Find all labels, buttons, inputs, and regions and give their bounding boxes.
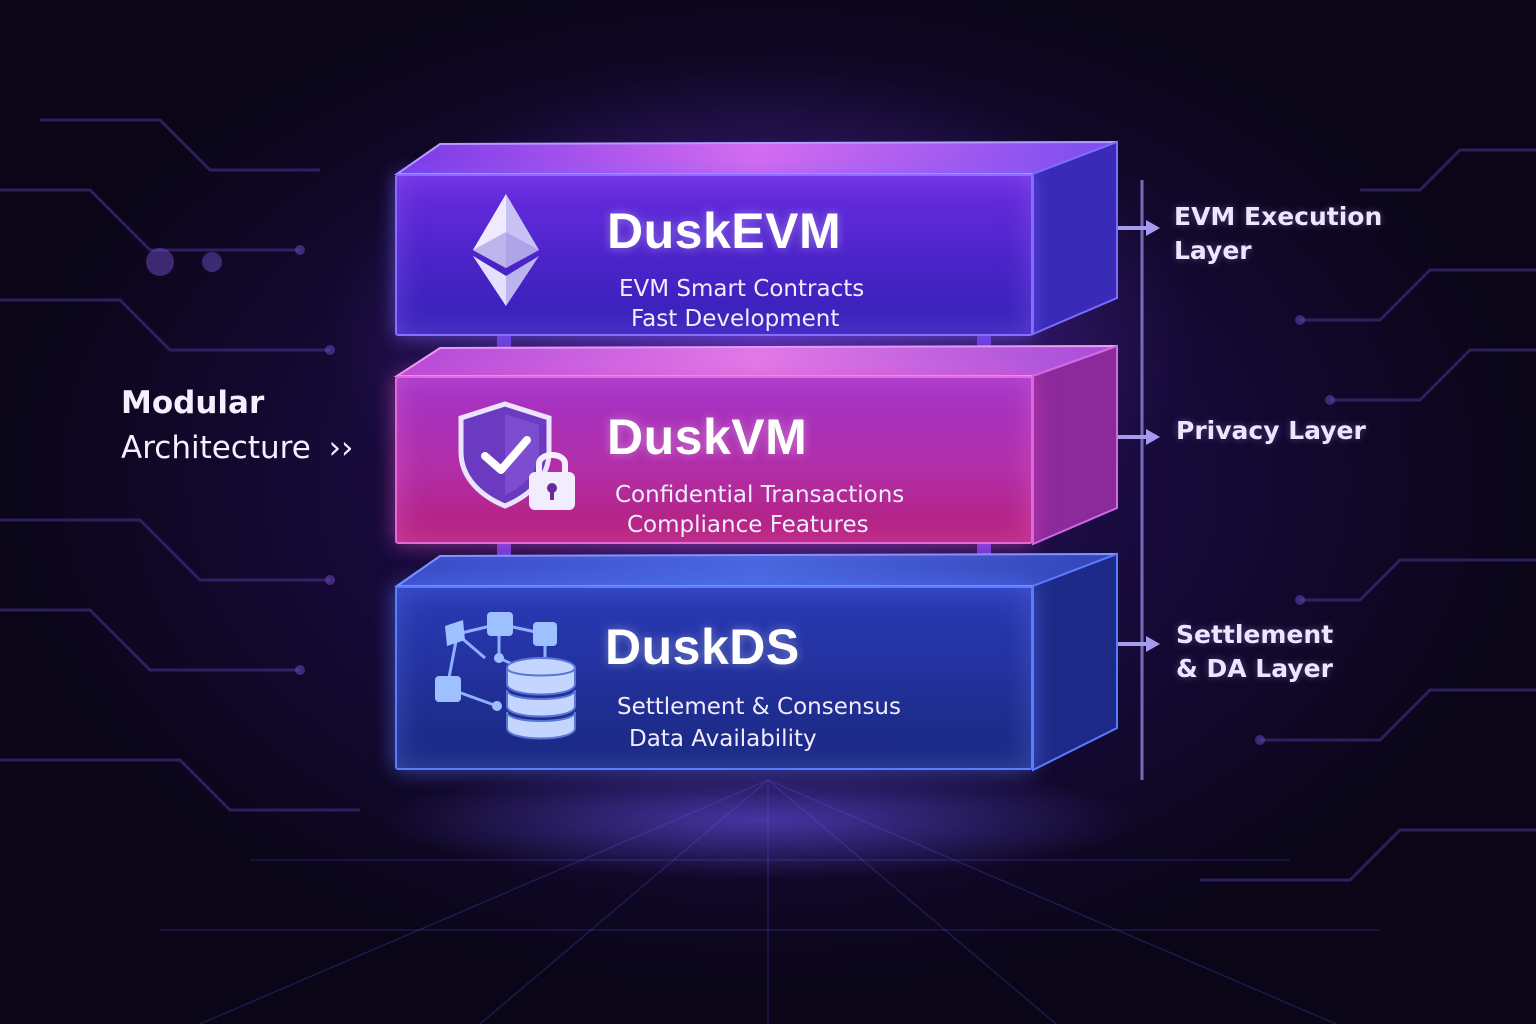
side-label-evm: EVM Execution Layer	[1174, 200, 1382, 268]
layer-title: DuskVM	[607, 409, 808, 465]
shield-check-lock-icon	[458, 401, 575, 510]
ethereum-diamond-icon	[473, 194, 539, 306]
layer-feature-2: Data Availability	[629, 726, 817, 752]
side-label-line1: EVM Execution	[1174, 202, 1383, 231]
layer-duskds: DuskDS Settlement & Consensus Data Avail…	[395, 586, 1033, 770]
side-label-line1: Privacy Layer	[1176, 416, 1366, 445]
side-label-privacy: Privacy Layer	[1176, 414, 1366, 448]
side-label-line1: Settlement	[1176, 620, 1334, 649]
layer-feature-1: EVM Smart Contracts	[619, 276, 865, 302]
modular-caption-line1: Modular	[121, 385, 265, 421]
side-label-line2: & DA Layer	[1176, 654, 1333, 683]
layer-feature-1: Settlement & Consensus	[617, 694, 901, 720]
layer-title: DuskDS	[605, 619, 800, 675]
layer-duskvm: DuskVM Confidential Transactions Complia…	[395, 376, 1033, 544]
layer-feature-2: Fast Development	[631, 306, 840, 332]
modular-caption-line2: Architecture ››	[121, 430, 353, 466]
modular-caption-text: Architecture	[121, 430, 311, 466]
layer-title: DuskEVM	[607, 203, 842, 259]
layer-duskevm: DuskEVM EVM Smart Contracts Fast Develop…	[395, 174, 1033, 336]
layer-feature-2: Compliance Features	[627, 512, 869, 538]
layer-feature-1: Confidential Transactions	[615, 482, 905, 508]
network-database-icon	[435, 612, 576, 740]
chevron-right-double-icon: ››	[328, 430, 354, 466]
side-label-settlement: Settlement & DA Layer	[1176, 618, 1333, 686]
floor-glow	[380, 760, 1140, 880]
side-label-line2: Layer	[1174, 236, 1252, 265]
